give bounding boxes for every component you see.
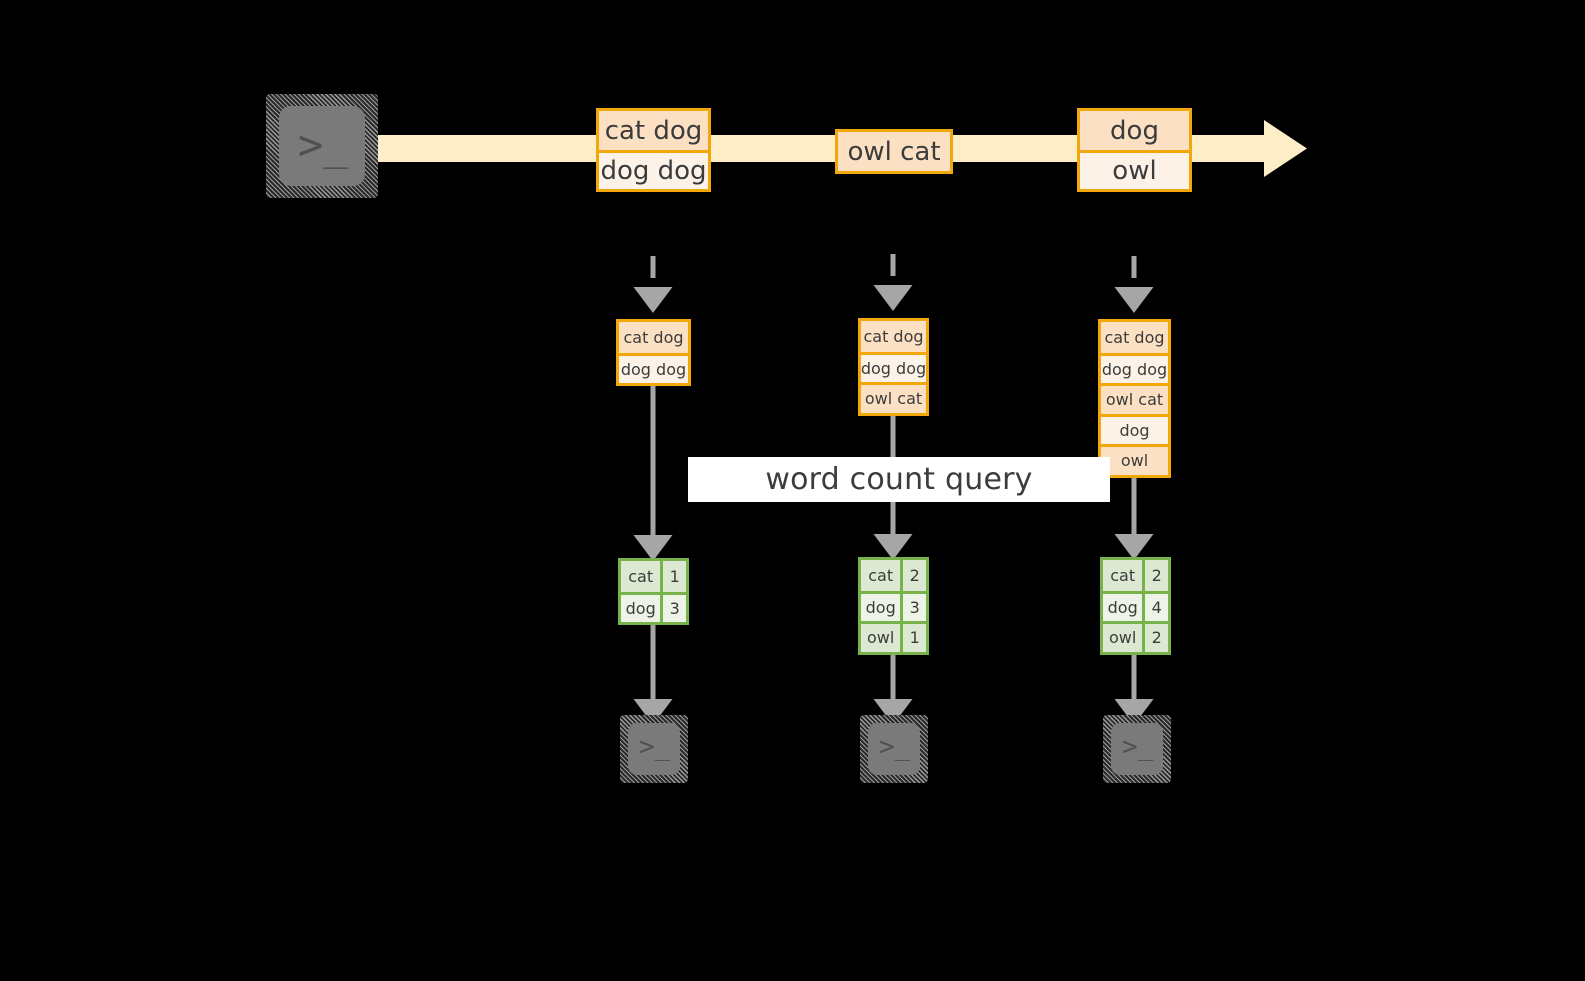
producer-terminal-icon: >_ (266, 94, 378, 198)
result-count: 2 (1142, 560, 1168, 591)
stream-event-line: dog dog (599, 150, 708, 189)
snapshot-stack-1: cat dog dog dog (616, 319, 691, 386)
result-word: cat (861, 560, 901, 591)
stream-event-line: owl (1080, 150, 1189, 189)
snapshot-event: cat dog (1101, 322, 1168, 353)
table-row: owl 2 (1103, 621, 1168, 652)
table-row: cat 2 (861, 560, 926, 591)
stream-event-3: dog owl (1077, 108, 1192, 192)
result-word: cat (1103, 560, 1143, 591)
result-count: 2 (900, 560, 926, 591)
terminal-prompt-glyph: >_ (1122, 732, 1154, 762)
table-row: cat 1 (621, 561, 686, 592)
snapshot-event: dog dog (1101, 352, 1168, 383)
terminal-prompt-glyph: >_ (879, 732, 911, 762)
result-word: dog (621, 594, 661, 622)
stream-event-1: cat dog dog dog (596, 108, 711, 192)
result-count: 2 (1142, 624, 1168, 652)
terminal-body (628, 723, 680, 775)
snapshot-stack-2: cat dog dog dog owl cat (858, 318, 929, 416)
word-count-query-banner: word count query (688, 457, 1110, 502)
result-word: dog (861, 593, 901, 621)
consumer-terminal-icon-3: >_ (1103, 715, 1171, 783)
result-count: 3 (900, 593, 926, 621)
result-count: 3 (660, 594, 686, 622)
result-table-2: cat 2 dog 3 owl 1 (858, 557, 929, 655)
result-word: dog (1103, 593, 1143, 621)
result-count: 1 (900, 624, 926, 652)
snapshot-event: cat dog (861, 321, 926, 352)
snapshot-event: dog dog (619, 352, 688, 383)
terminal-body (279, 106, 365, 186)
consumer-terminal-icon-2: >_ (860, 715, 928, 783)
banner-label: word count query (765, 462, 1033, 497)
result-word: owl (861, 624, 901, 652)
result-count: 1 (660, 561, 686, 592)
terminal-body (1111, 723, 1163, 775)
snapshot-event: dog dog (861, 351, 926, 382)
table-row: owl 1 (861, 621, 926, 652)
stream-event-line: owl cat (838, 132, 950, 171)
terminal-prompt-glyph: >_ (639, 732, 671, 762)
stream-event-line: dog (1080, 111, 1189, 150)
consumer-terminal-icon-1: >_ (620, 715, 688, 783)
table-row: dog 3 (861, 590, 926, 621)
snapshot-stack-3: cat dog dog dog owl cat dog owl (1098, 319, 1171, 478)
result-word: owl (1103, 624, 1143, 652)
snapshot-event: owl cat (861, 382, 926, 413)
table-row: cat 2 (1103, 560, 1168, 591)
stream-event-line: cat dog (599, 111, 708, 150)
result-table-3: cat 2 dog 4 owl 2 (1100, 557, 1171, 655)
table-row: dog 4 (1103, 590, 1168, 621)
snapshot-event: owl cat (1101, 383, 1168, 414)
terminal-body (868, 723, 920, 775)
table-row: dog 3 (621, 591, 686, 622)
snapshot-event: cat dog (619, 322, 688, 353)
snapshot-event: owl (1101, 444, 1168, 475)
result-word: cat (621, 561, 661, 592)
snapshot-event: dog (1101, 413, 1168, 444)
terminal-prompt-glyph: >_ (298, 120, 349, 169)
result-table-1: cat 1 dog 3 (618, 558, 689, 625)
stream-event-2: owl cat (835, 129, 953, 174)
result-count: 4 (1142, 593, 1168, 621)
